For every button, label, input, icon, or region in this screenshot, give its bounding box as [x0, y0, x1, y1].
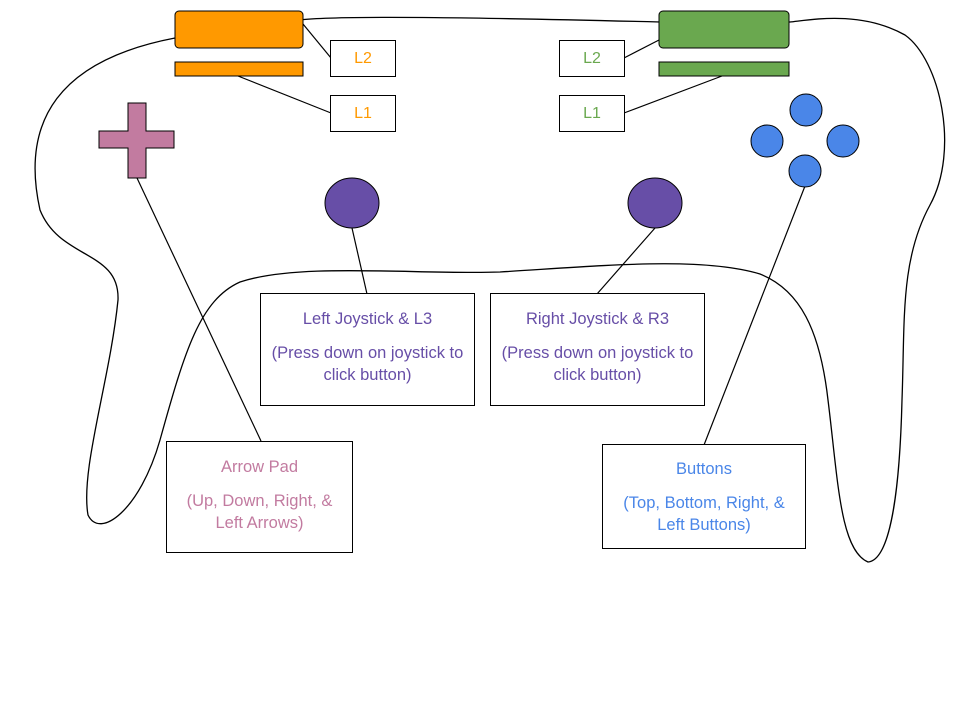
left-l2-shoulder-button-icon [174, 10, 304, 49]
right-joystick-icon [627, 177, 683, 229]
arrow-pad-title: Arrow Pad [220, 458, 299, 476]
arrow-pad-description: (Up, Down, Right, & Left Arrows) [186, 492, 333, 532]
leader-lines [136, 23, 806, 446]
face-button-bottom-icon [788, 154, 822, 188]
right-l2-shoulder-button-icon [658, 10, 790, 49]
buttons-title: Buttons [676, 460, 732, 478]
dpad-icon [98, 102, 175, 179]
buttons-callout: Buttons (Top, Bottom, Right, & Left Butt… [602, 444, 806, 549]
face-button-right-icon [826, 124, 860, 158]
face-button-top-icon [789, 93, 823, 127]
right-l1-label: L1 [559, 95, 625, 132]
left-joystick-description: (Press down on joystick to click button) [271, 344, 464, 384]
face-button-left-icon [750, 124, 784, 158]
buttons-description: (Top, Bottom, Right, & Left Buttons) [623, 494, 785, 534]
left-joystick-callout: Left Joystick & L3 (Press down on joysti… [260, 293, 475, 406]
left-l1-shoulder-button-icon [174, 61, 304, 77]
controller-outline [34, 16, 946, 563]
right-joystick-callout: Right Joystick & R3 (Press down on joyst… [490, 293, 705, 406]
right-l2-label: L2 [559, 40, 625, 77]
right-joystick-title: Right Joystick & R3 [525, 310, 670, 328]
left-l1-label: L1 [330, 95, 396, 132]
right-l1-shoulder-button-icon [658, 61, 790, 77]
left-joystick-icon [324, 177, 380, 229]
arrow-pad-callout: Arrow Pad (Up, Down, Right, & Left Arrow… [166, 441, 353, 553]
right-joystick-description: (Press down on joystick to click button) [501, 344, 694, 384]
left-joystick-title: Left Joystick & L3 [302, 310, 433, 328]
left-l2-label: L2 [330, 40, 396, 77]
